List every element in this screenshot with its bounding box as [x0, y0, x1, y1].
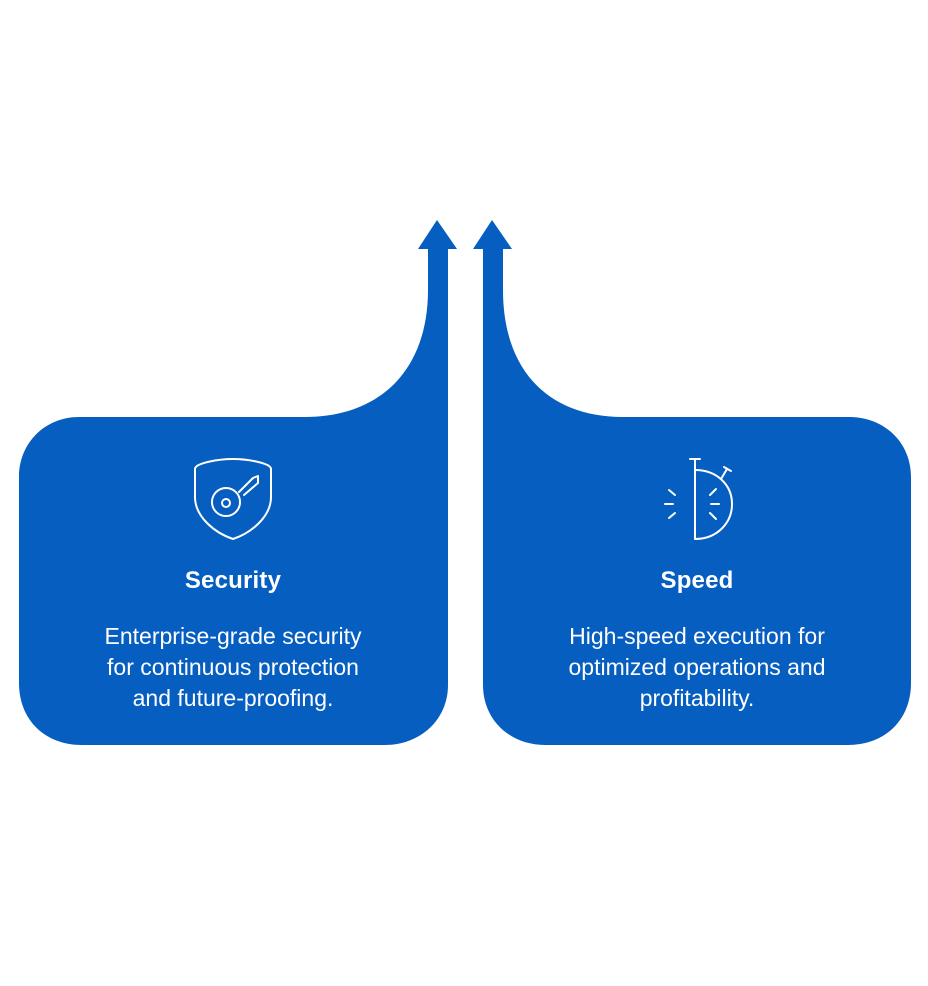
description-line: optimized operations and [568, 654, 826, 680]
security-card: Security Enterprise-grade security for c… [19, 417, 447, 745]
shield-key-icon [194, 458, 272, 540]
description-line: Enterprise-grade security [104, 623, 362, 649]
description-line: High-speed execution for [569, 623, 825, 649]
card-description: Enterprise-grade security for continuous… [19, 621, 447, 714]
card-title: Speed [660, 567, 734, 594]
card-title: Security [184, 567, 282, 594]
right-card-arrow-shape [473, 220, 911, 745]
stopwatch-speed-icon [664, 458, 734, 540]
left-card-arrow-shape [19, 220, 457, 745]
description-line: and future-proofing. [132, 685, 334, 711]
description-line: for continuous protection [107, 654, 359, 680]
description-line: profitability. [639, 685, 755, 711]
speed-card: Speed High-speed execution for optimized… [483, 417, 911, 745]
card-description: High-speed execution for optimized opera… [483, 621, 911, 714]
